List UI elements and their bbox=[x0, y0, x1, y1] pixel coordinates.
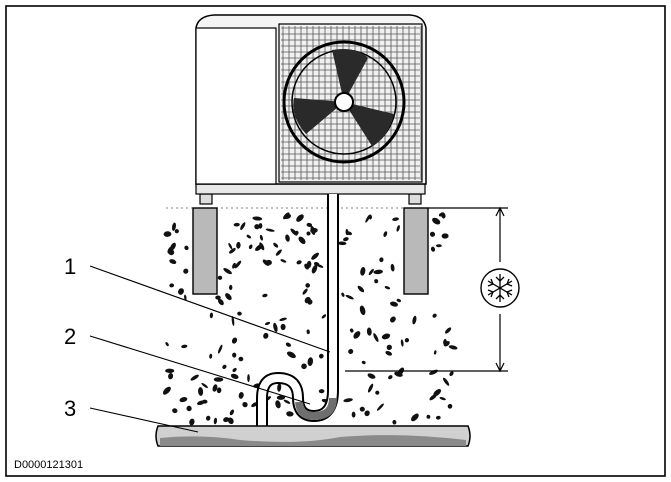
outdoor-unit bbox=[195, 14, 427, 205]
leader-line-3 bbox=[89, 407, 199, 433]
leader-line-1 bbox=[89, 265, 331, 353]
foundation-post-right bbox=[403, 207, 429, 295]
callout-3: 3 bbox=[64, 396, 76, 421]
condensate-drain-pipe bbox=[256, 194, 339, 428]
callout-2: 2 bbox=[64, 324, 76, 349]
snowflake-icon bbox=[480, 268, 520, 308]
main-drain-pipe bbox=[155, 425, 471, 447]
callout-1: 1 bbox=[64, 254, 76, 279]
leader-line-2 bbox=[89, 335, 311, 405]
document-id: D0000121301 bbox=[14, 459, 83, 471]
fan-icon bbox=[282, 40, 406, 164]
foundation-post-left bbox=[192, 207, 218, 295]
frost-depth-dimension bbox=[345, 206, 520, 373]
